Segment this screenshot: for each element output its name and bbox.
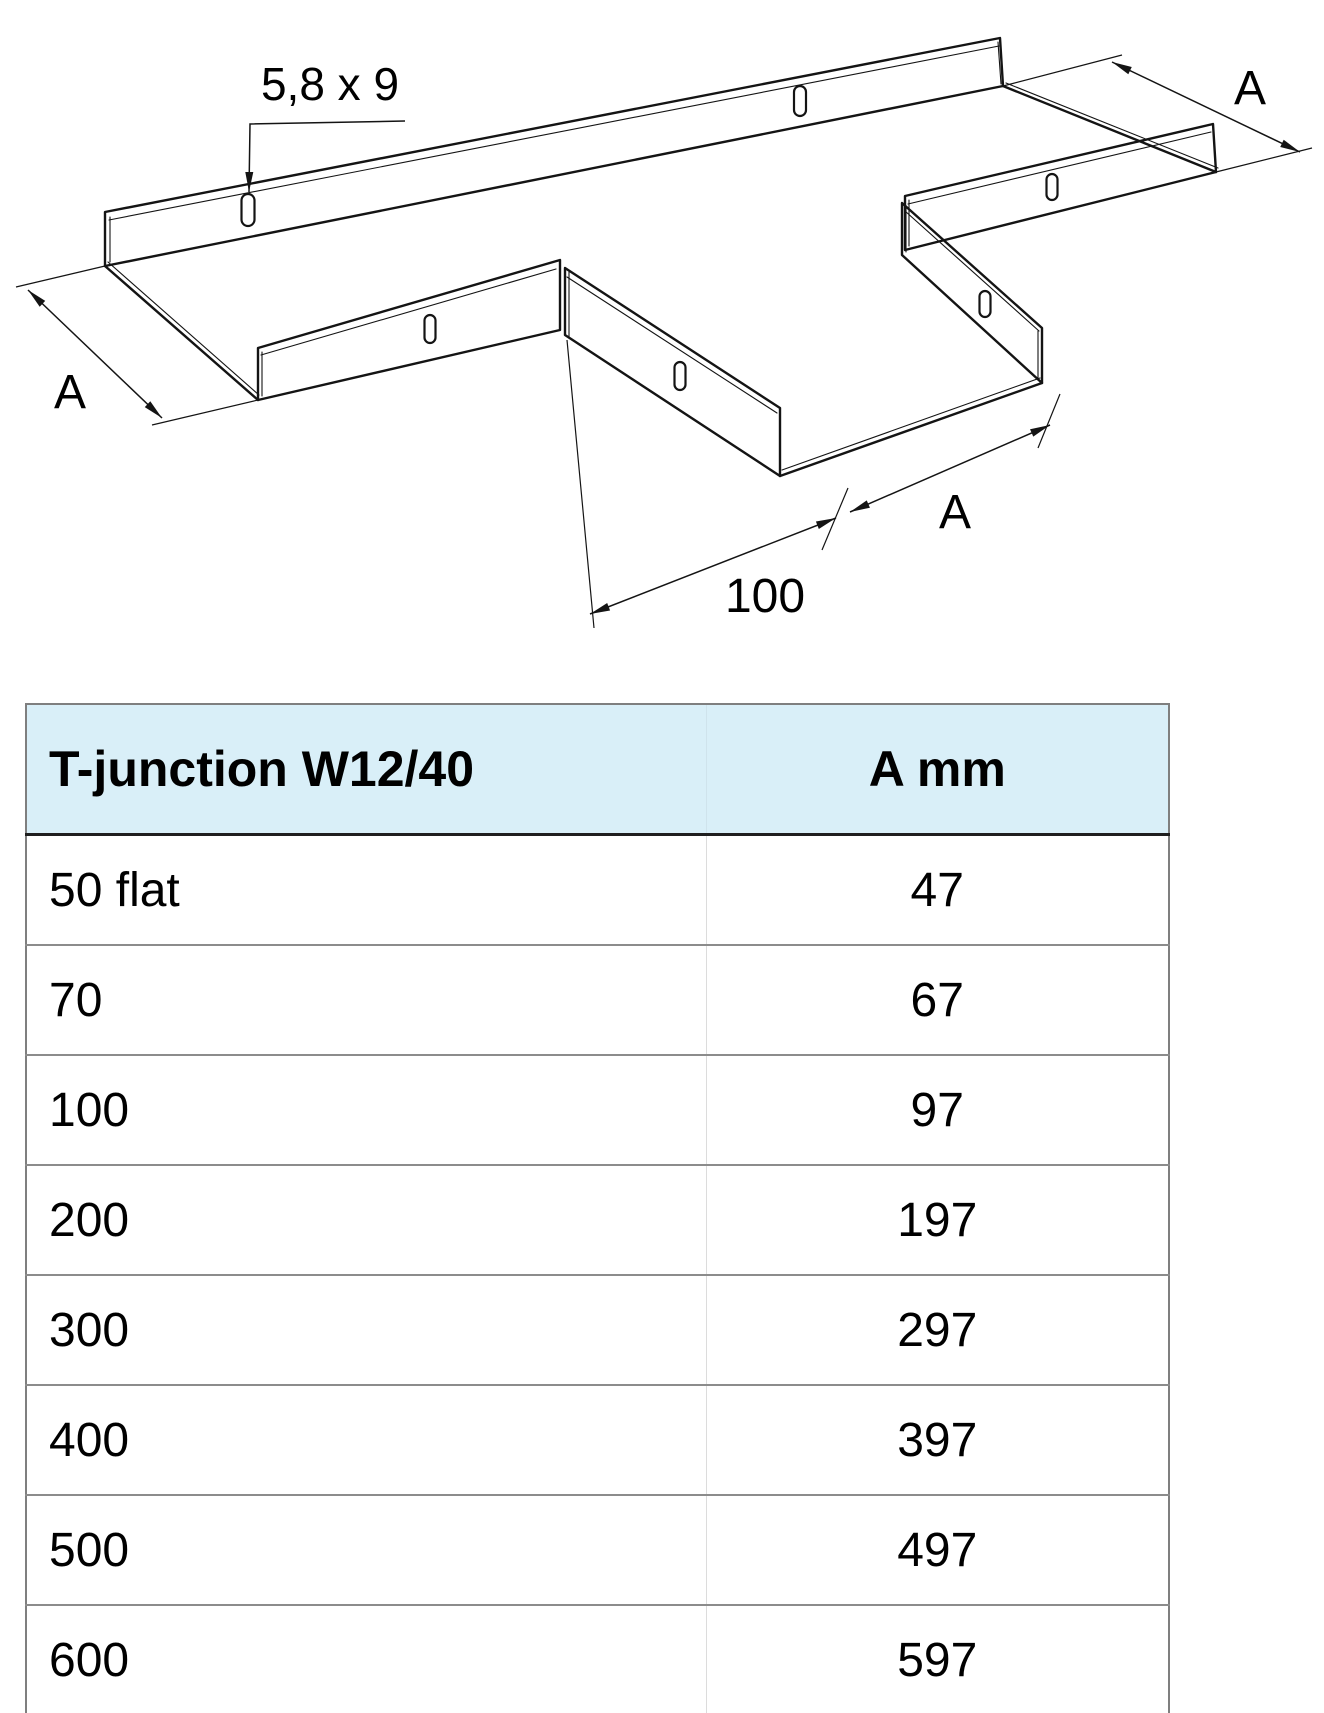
t-junction-drawing: 5,8 x 9 A A 100 A — [15, 36, 1313, 629]
dimension-top-right-a: A — [1002, 54, 1313, 173]
slot-hole — [423, 313, 437, 345]
size-cell: 70 — [26, 944, 706, 1055]
size-cell: 100 — [26, 1054, 706, 1165]
slot-hole — [792, 84, 808, 118]
stem-right-rail — [900, 201, 1044, 385]
a-cell: 97 — [705, 1054, 1169, 1165]
table-header-a-mm: A mm — [705, 704, 1169, 836]
slot-size-label: 5,8 x 9 — [261, 58, 399, 110]
right-mouth — [1001, 82, 1219, 174]
table-row: 50 flat 47 — [26, 834, 1169, 945]
dim-label-100: 100 — [725, 570, 805, 623]
table-row: 200 197 — [26, 1164, 1169, 1275]
dimension-left-a: A — [15, 265, 259, 426]
size-cell: 300 — [26, 1274, 706, 1385]
a-cell: 67 — [705, 944, 1169, 1055]
size-cell: 200 — [26, 1164, 706, 1275]
table-row: 70 67 — [26, 944, 1169, 1055]
table-row: 600 597 — [26, 1604, 1169, 1713]
stem-left-rail — [563, 266, 782, 478]
size-table: T-junction W12/40 A mm 50 flat 47 70 67 … — [25, 703, 1170, 1713]
size-cell: 500 — [26, 1494, 706, 1605]
table-row: 300 297 — [26, 1274, 1169, 1385]
slot-hole — [240, 192, 256, 228]
size-table-body: 50 flat 47 70 67 100 97 200 197 300 297 … — [26, 834, 1169, 1713]
slot-hole — [1045, 172, 1059, 202]
table-header-product: T-junction W12/40 — [26, 704, 706, 836]
stem-mouth — [778, 377, 1044, 478]
dim-label-a-bottom-right: A — [939, 486, 971, 539]
slot-hole — [978, 289, 992, 319]
dim-label-a-left: A — [54, 366, 86, 419]
size-cell: 400 — [26, 1384, 706, 1495]
a-cell: 497 — [705, 1494, 1169, 1605]
dim-label-a-top-right: A — [1234, 62, 1266, 115]
size-cell: 50 flat — [26, 834, 706, 945]
size-cell: 600 — [26, 1604, 706, 1713]
a-cell: 597 — [705, 1604, 1169, 1713]
slot-size-callout: 5,8 x 9 — [245, 58, 406, 193]
dimension-bottom-100: 100 — [566, 339, 849, 629]
table-row: 400 397 — [26, 1384, 1169, 1495]
slot-hole — [673, 360, 687, 392]
a-cell: 297 — [705, 1274, 1169, 1385]
left-mouth — [103, 261, 260, 402]
dimension-bottom-right-a: A — [849, 393, 1061, 539]
a-cell: 397 — [705, 1384, 1169, 1495]
table-row: 500 497 — [26, 1494, 1169, 1605]
front-right-rail — [903, 122, 1218, 252]
size-table-header: T-junction W12/40 A mm — [26, 704, 1169, 836]
table-row: 100 97 — [26, 1054, 1169, 1165]
rear-rail — [103, 36, 1005, 268]
front-left-rail — [256, 258, 562, 402]
a-cell: 47 — [705, 834, 1169, 945]
a-cell: 197 — [705, 1164, 1169, 1275]
